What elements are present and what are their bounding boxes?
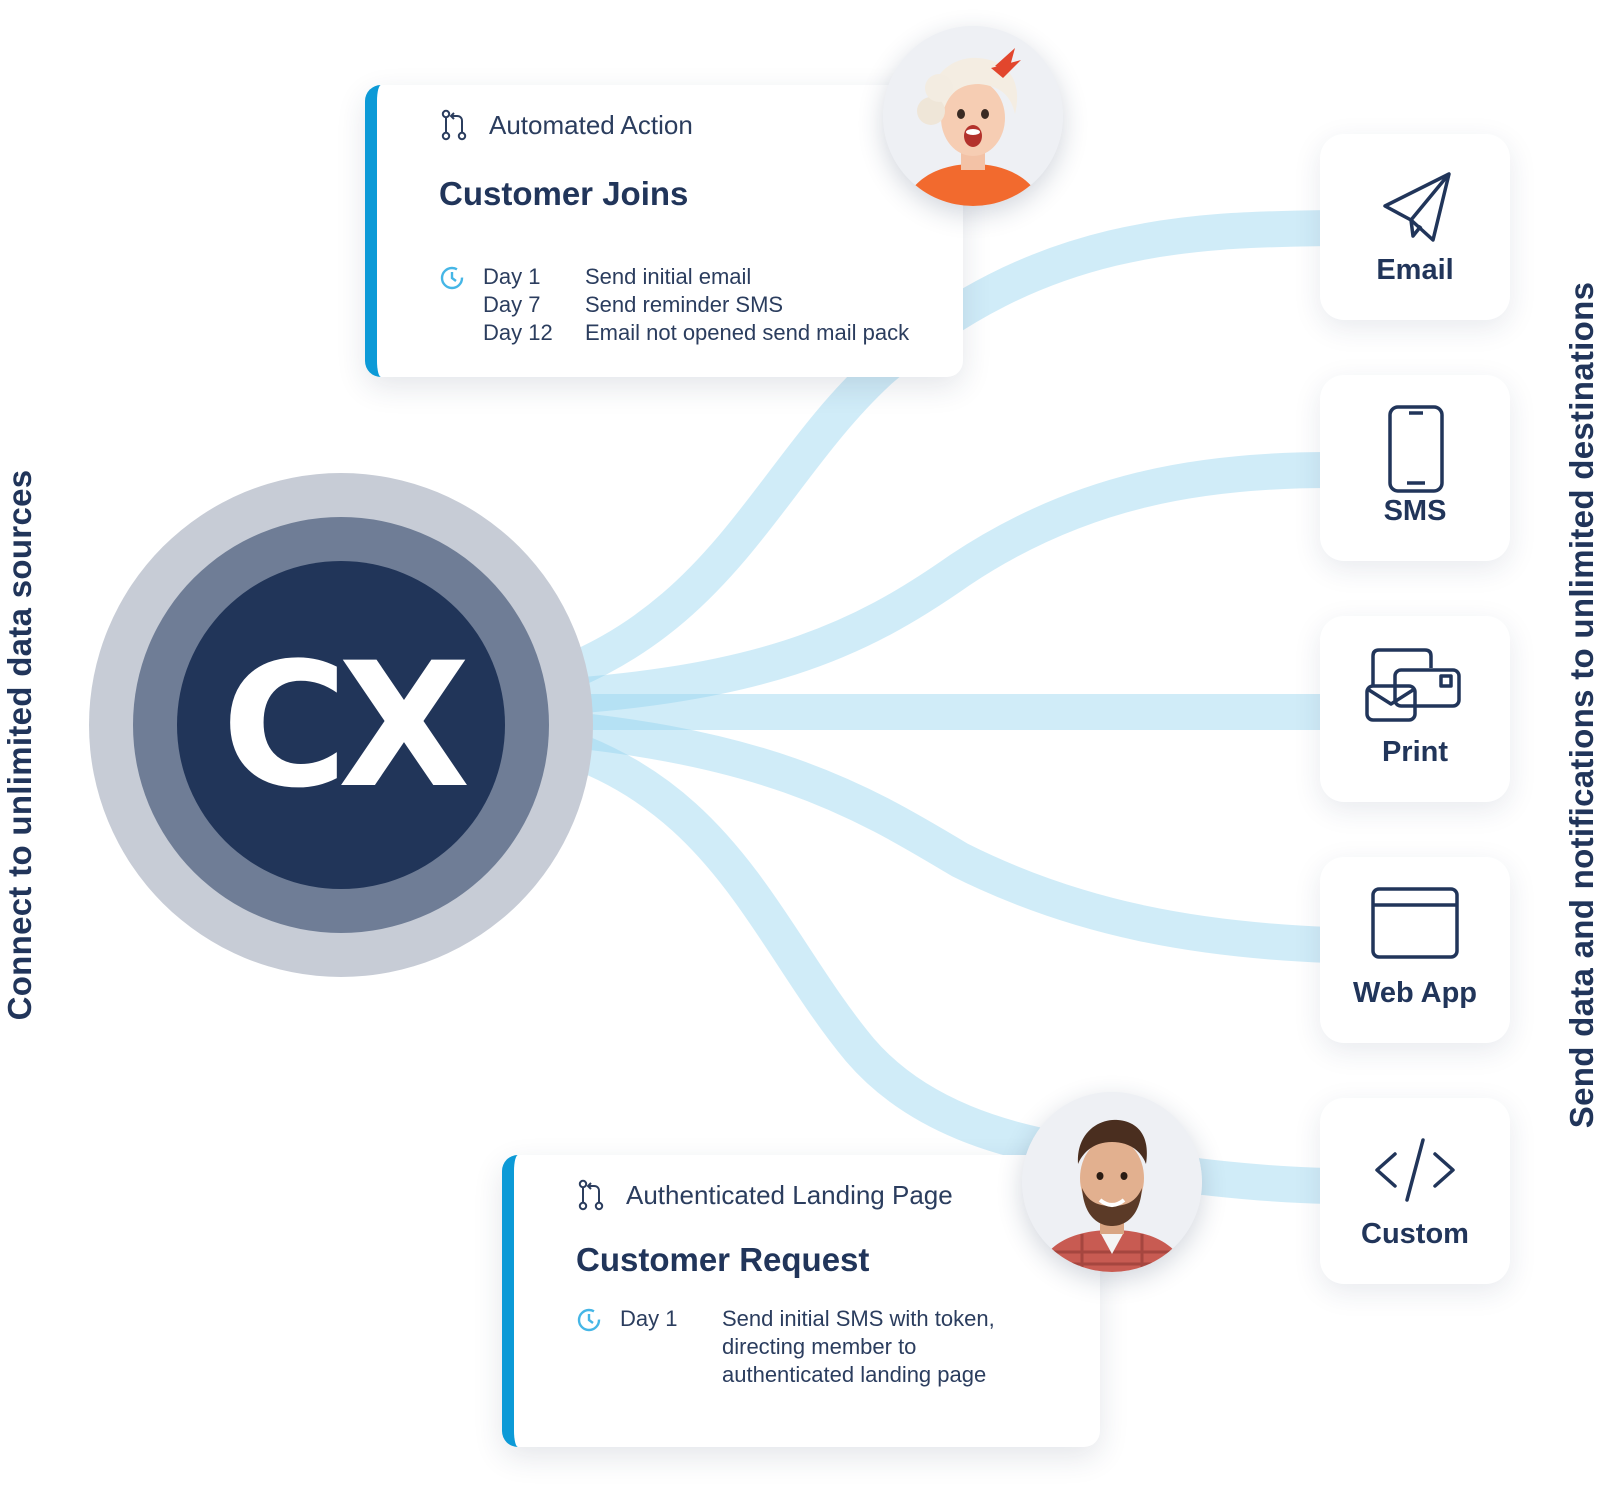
step-row: Day 12 Email not opened send mail pack	[439, 319, 909, 347]
card-title: Customer Joins	[439, 175, 689, 212]
destination-custom[interactable]: Custom	[1320, 1098, 1510, 1284]
print-mail-icon	[1365, 648, 1461, 722]
hub-ring-inner	[177, 561, 505, 889]
left-side-label: Connect to unlimited data sources	[1, 469, 38, 1021]
step-day: Day 1	[483, 264, 541, 289]
step-action: Send initial email	[585, 264, 752, 289]
card-kicker: Authenticated Landing Page	[576, 1179, 953, 1211]
step-action: Email not opened send mail pack	[585, 320, 910, 345]
destination-print[interactable]: Print	[1320, 616, 1510, 802]
workflow-icon	[441, 109, 467, 141]
card-title: Customer Request	[576, 1241, 870, 1278]
cx-logo: CX	[221, 624, 471, 826]
cx-hub: CX	[89, 473, 593, 977]
flow-to-webapp	[498, 706, 1331, 963]
code-icon	[1375, 1138, 1455, 1202]
customer-avatar-woman	[883, 26, 1063, 206]
card-kicker-text: Automated Action	[489, 109, 693, 140]
woman-portrait-icon	[883, 26, 1063, 206]
step-action: Send initial SMS with token, directing m…	[722, 1306, 995, 1387]
destination-sms[interactable]: SMS	[1320, 375, 1510, 561]
customer-avatar-man	[1022, 1092, 1202, 1272]
landing-page-card[interactable]: Authenticated Landing Page Customer Requ…	[502, 1155, 1100, 1447]
step-list: Day 1 Send initial email Day 7 Send remi…	[439, 263, 909, 347]
step-day: Day 7	[483, 292, 541, 317]
step-action: Send reminder SMS	[585, 292, 784, 317]
destination-label: Web App	[1352, 977, 1478, 1009]
paper-plane-icon	[1383, 172, 1451, 242]
card-kicker-text: Authenticated Landing Page	[626, 1179, 953, 1210]
man-portrait-icon	[1022, 1092, 1202, 1272]
destination-label: Print	[1381, 736, 1449, 768]
browser-window-icon	[1371, 887, 1459, 959]
step-day: Day 12	[483, 320, 553, 345]
automated-action-card[interactable]: Automated Action Customer Joins Day 1 Se…	[365, 85, 963, 377]
timer-icon	[440, 266, 464, 290]
card-kicker: Automated Action	[439, 109, 693, 141]
mobile-phone-icon	[1388, 405, 1444, 493]
destination-label: SMS	[1383, 495, 1447, 527]
destination-label: Custom	[1361, 1218, 1469, 1250]
flow-to-custom-card	[496, 712, 1064, 1168]
right-side-label: Send data and notifications to unlimited…	[1563, 281, 1600, 1129]
destination-email[interactable]: Email	[1320, 134, 1510, 320]
step-row: Day 1 Send initial SMS with token, direc…	[576, 1305, 1052, 1389]
flow-to-sms	[499, 452, 1331, 718]
step-row: Day 1 Send initial email	[439, 263, 909, 291]
step-day: Day 1	[620, 1306, 678, 1331]
destination-web-app[interactable]: Web App	[1320, 857, 1510, 1043]
timer-icon	[577, 1308, 601, 1332]
step-list: Day 1 Send initial SMS with token, direc…	[576, 1305, 1052, 1389]
step-row: Day 7 Send reminder SMS	[439, 291, 909, 319]
destination-label: Email	[1376, 254, 1454, 286]
workflow-icon	[578, 1179, 604, 1211]
